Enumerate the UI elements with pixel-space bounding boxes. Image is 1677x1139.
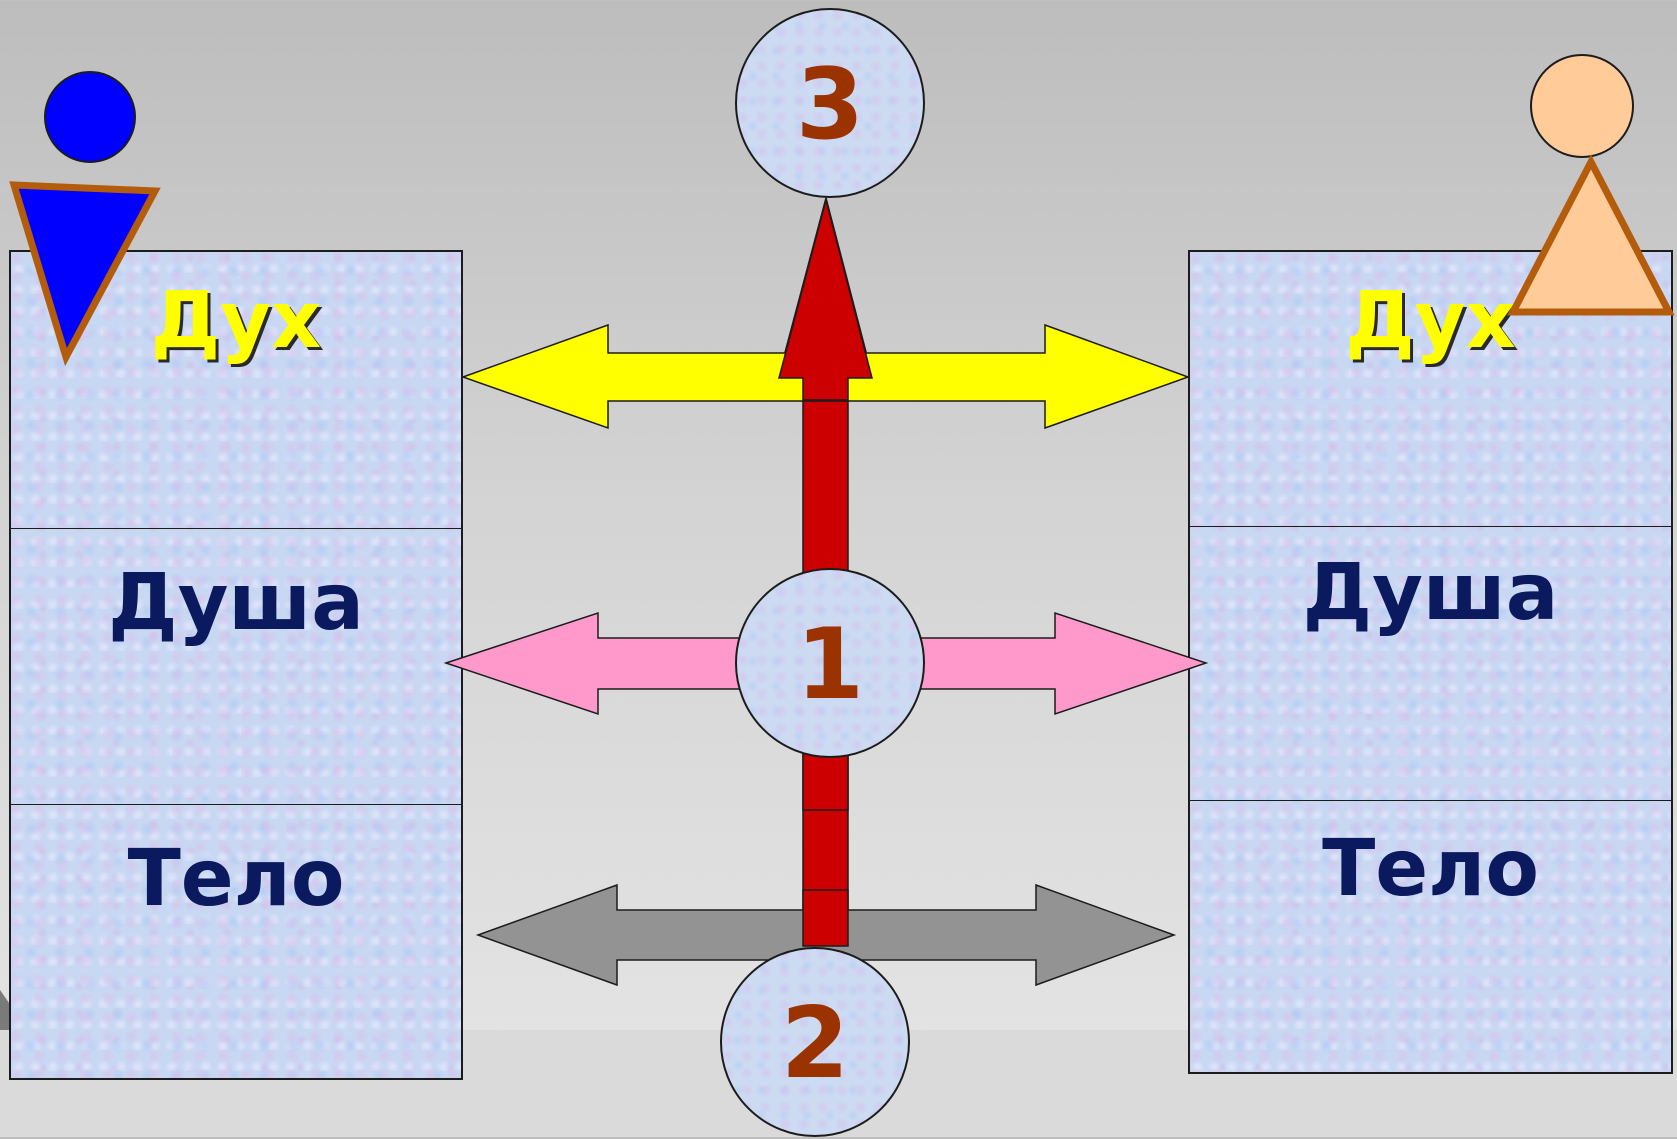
right-divider-lower (1190, 800, 1671, 801)
right-body-label: Тело (1322, 824, 1539, 914)
left-body-label: Тело (127, 834, 345, 924)
right-soul-label: Душа (1302, 548, 1559, 638)
vertical-arrow-head (778, 197, 873, 401)
node-1: 1 (735, 568, 925, 758)
right-person-stack: Дух Душа Тело (1188, 250, 1673, 1074)
right-spirit-label: Дух (1345, 276, 1516, 366)
left-person-body-icon (9, 181, 161, 367)
left-divider-lower (11, 804, 461, 805)
vertical-arrow-base (802, 889, 849, 947)
right-divider-upper (1190, 526, 1671, 527)
left-person-head-icon (44, 71, 136, 163)
right-person-body-icon (1507, 154, 1675, 316)
left-spirit-label: Дух (150, 276, 322, 366)
right-person-head-icon (1530, 54, 1634, 158)
node-3: 3 (735, 8, 925, 198)
left-soul-label: Душа (108, 558, 364, 648)
node-2: 2 (720, 947, 910, 1137)
left-divider-upper (11, 528, 461, 529)
